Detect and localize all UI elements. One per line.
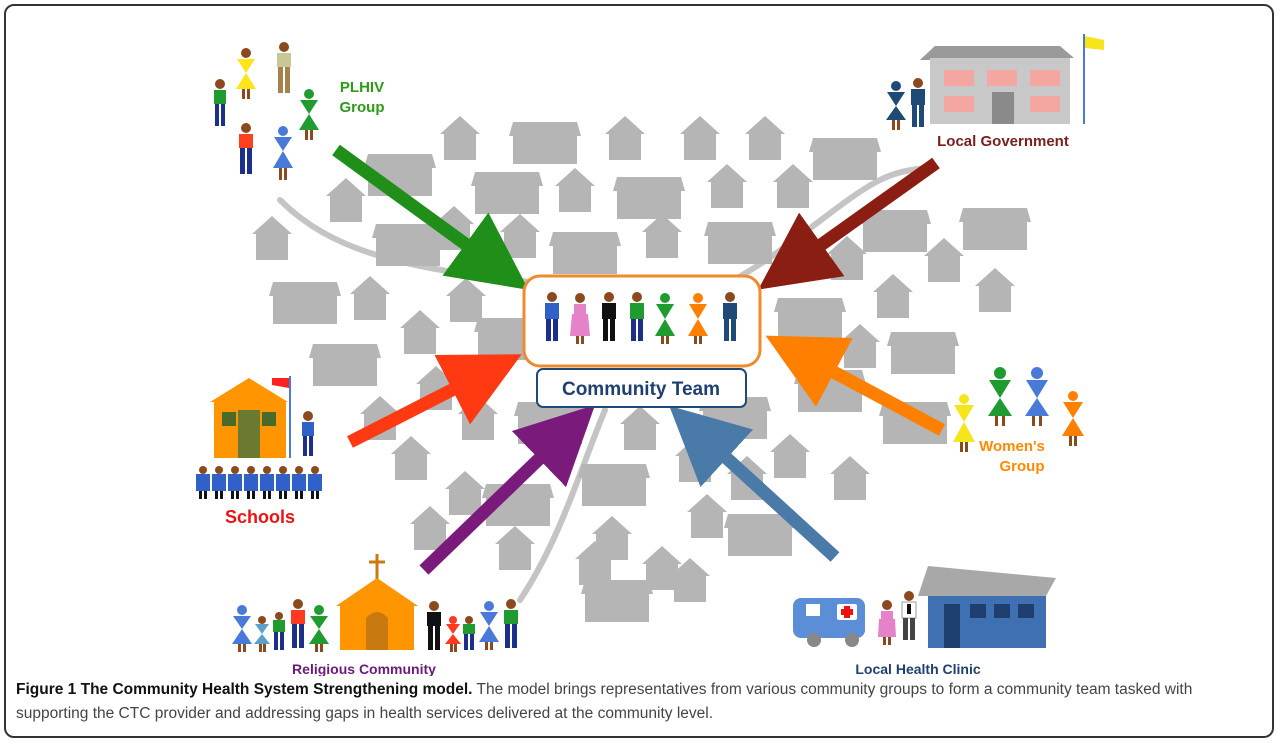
womens-label-line1: Women's <box>979 438 1045 455</box>
local-government-label: Local Government <box>937 133 1069 150</box>
arrows <box>332 144 946 575</box>
arrow-government <box>758 157 940 290</box>
caption-title: Figure 1 The Community Health System Str… <box>16 681 473 698</box>
religious-people-left <box>232 599 329 652</box>
religious-label: Religious Community <box>292 661 436 676</box>
school-children <box>196 466 322 499</box>
team-members <box>545 292 737 344</box>
womens-label-line2: Group <box>1000 458 1045 475</box>
arrow-plhiv <box>332 144 529 290</box>
schools-label: Schools <box>225 507 295 527</box>
caption-text: The model brings representatives from va… <box>16 681 1193 722</box>
arrow-clinic <box>669 405 840 562</box>
arrow-religious <box>419 404 596 575</box>
clinic-label: Local Health Clinic <box>855 661 980 676</box>
community-team-node: Community Team <box>522 274 762 408</box>
womens-group: Women's Group <box>953 367 1084 475</box>
community-health-diagram: Community Team PLHIV Group Local Governm… <box>196 34 1104 676</box>
figure-caption: Figure 1 The Community Health System Str… <box>16 678 1262 726</box>
schools-group: Schools <box>196 376 322 527</box>
clinic-group: Local Health Clinic <box>793 566 1056 676</box>
religious-people-right <box>427 599 518 652</box>
plhiv-group: PLHIV Group <box>214 42 385 180</box>
arrow-schools <box>347 354 522 448</box>
arrow-womens <box>765 335 946 436</box>
local-government-group: Local Government <box>886 34 1104 150</box>
plhiv-label-line1: PLHIV <box>340 79 384 96</box>
plhiv-label-line2: Group <box>340 99 385 116</box>
community-team-label: Community Team <box>562 379 720 400</box>
religious-group: Religious Community <box>232 554 518 676</box>
